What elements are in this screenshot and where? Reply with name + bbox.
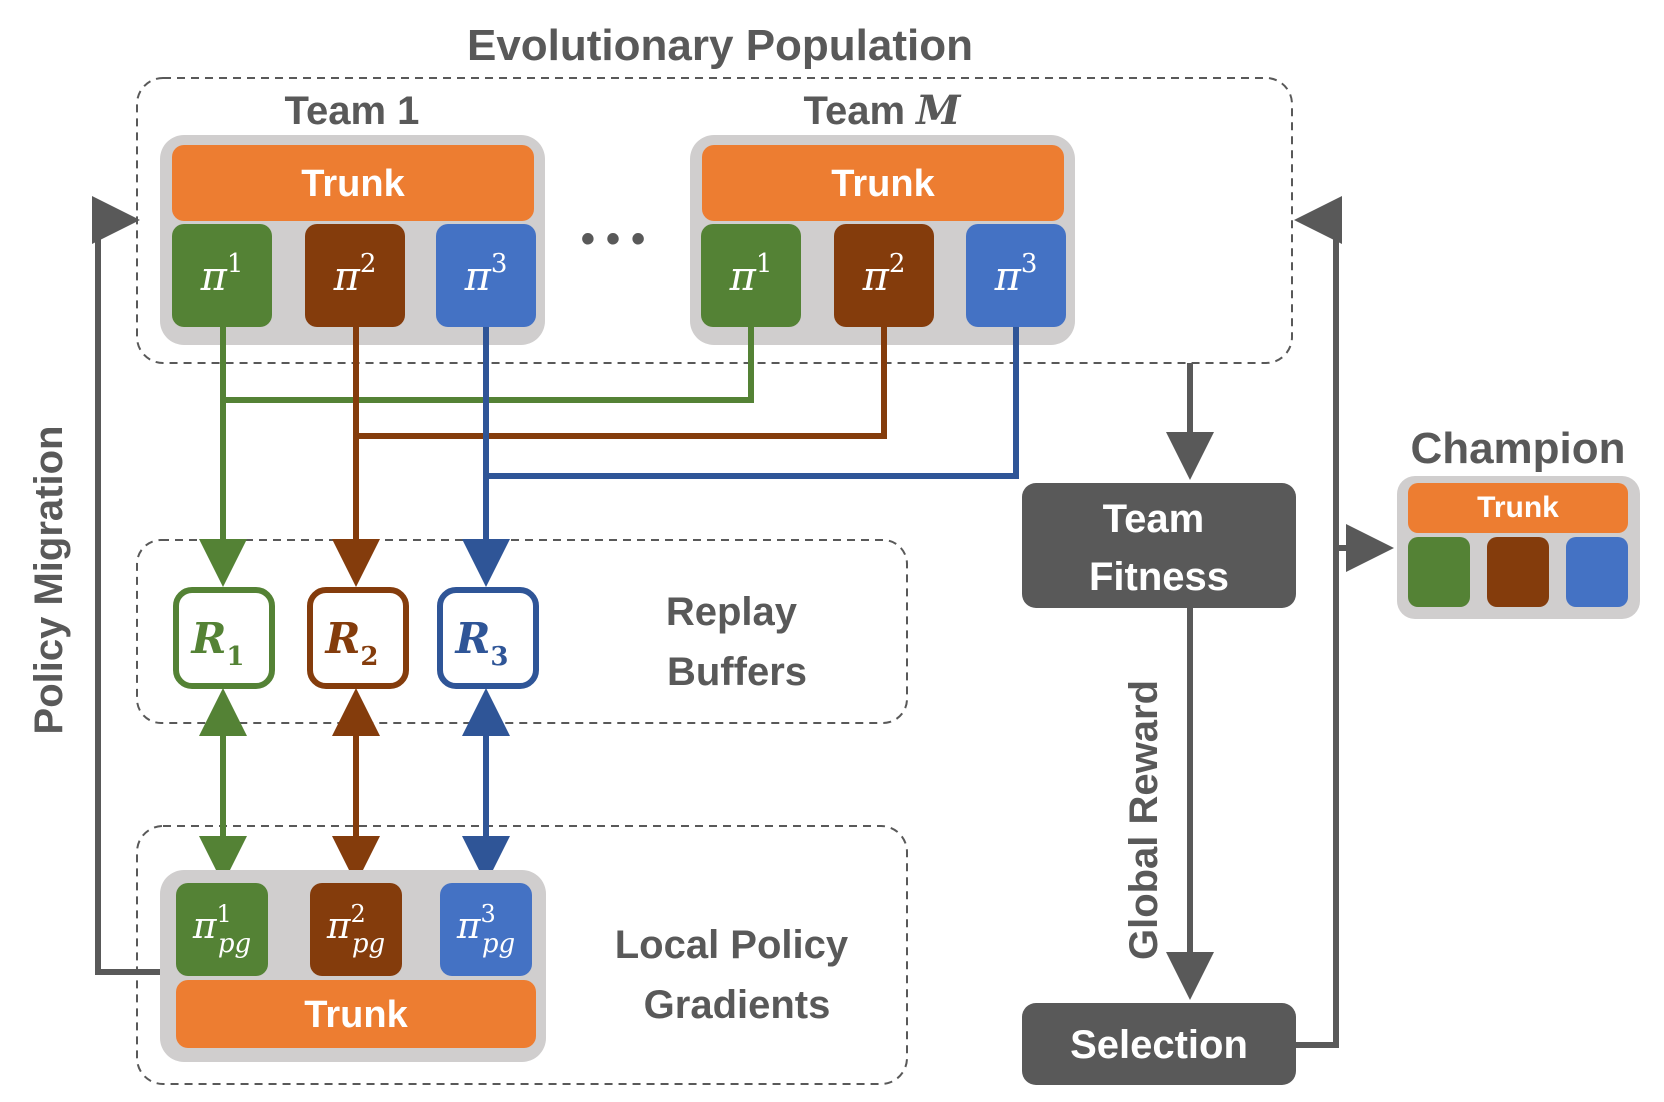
buffer-local-arrows	[199, 688, 510, 884]
team-1-trunk	[172, 145, 534, 221]
replay-label: Replay Buffers	[666, 590, 808, 694]
team-1-policy-2	[305, 224, 405, 327]
team-m-trunk	[702, 145, 1064, 221]
champion-policy-2	[1487, 537, 1549, 607]
champion-policy-3	[1566, 537, 1628, 607]
local-trunk	[176, 980, 536, 1048]
team-m-policy-3	[966, 224, 1066, 327]
buffer-r3-label: R3	[455, 614, 509, 672]
team-m-policy-1-label: π1	[729, 249, 773, 300]
champion-trunk	[1408, 483, 1628, 533]
local-label: Local Policy Gradients	[615, 923, 860, 1027]
local-trunk-label: Trunk	[304, 994, 408, 1036]
team-fitness-box	[1022, 483, 1296, 608]
team-m-label: Team M	[804, 87, 963, 134]
green-merge-line	[223, 327, 754, 403]
policy-migration-label: Policy Migration	[27, 426, 71, 735]
team-m: Team M Trunk π1 π2 π3	[690, 87, 1075, 345]
team-1-policy-1-label: π1	[200, 249, 244, 300]
replay-container	[136, 539, 908, 724]
team-1-policy-1	[172, 224, 272, 327]
champion-trunk-label: Trunk	[1477, 491, 1559, 524]
team-1-policy-3	[436, 224, 536, 327]
selection-box	[1022, 1003, 1296, 1085]
team-1-policy-3-label: π3	[464, 249, 508, 300]
buffer-r1-label: R1	[191, 614, 245, 672]
team-m-policy-2	[834, 224, 934, 327]
global-reward-label: Global Reward	[1122, 680, 1166, 960]
team-m-policy-1	[701, 224, 801, 327]
brown-merge-line	[356, 327, 887, 439]
replay-buffers: R1 R2 R3	[173, 587, 539, 689]
local-policy-1	[176, 883, 268, 976]
policy-to-buffer-connectors	[199, 327, 1019, 587]
local-container	[136, 825, 908, 1085]
team-1-policy-2-label: π2	[333, 249, 377, 300]
population-title: Evolutionary Population	[467, 21, 973, 70]
selection-feedback-arrow	[1294, 196, 1342, 1048]
selection-label: Selection	[1070, 1023, 1248, 1067]
buffer-r1	[173, 587, 275, 689]
champion-policy-1	[1408, 537, 1470, 607]
ellipsis: • • •	[581, 217, 645, 261]
team-fitness-label: Team Fitness	[1089, 497, 1229, 599]
team-m-trunk-label: Trunk	[831, 163, 935, 205]
buffer-r3	[437, 587, 539, 689]
champion-title: Champion	[1410, 424, 1625, 473]
team-1: Team 1 Trunk π1 π2 π3	[160, 89, 545, 345]
buffer-r2	[307, 587, 409, 689]
blue-merge-line	[486, 327, 1019, 479]
local-policy-3	[440, 883, 532, 976]
team-1-trunk-label: Trunk	[301, 163, 405, 205]
buffer-r2-label: R2	[325, 614, 379, 672]
local-policy-2	[310, 883, 402, 976]
team-m-policy-3-label: π3	[994, 249, 1038, 300]
team-m-policy-2-label: π2	[862, 249, 906, 300]
policy-migration-arrow	[92, 196, 160, 975]
team-1-label: Team 1	[285, 89, 420, 133]
